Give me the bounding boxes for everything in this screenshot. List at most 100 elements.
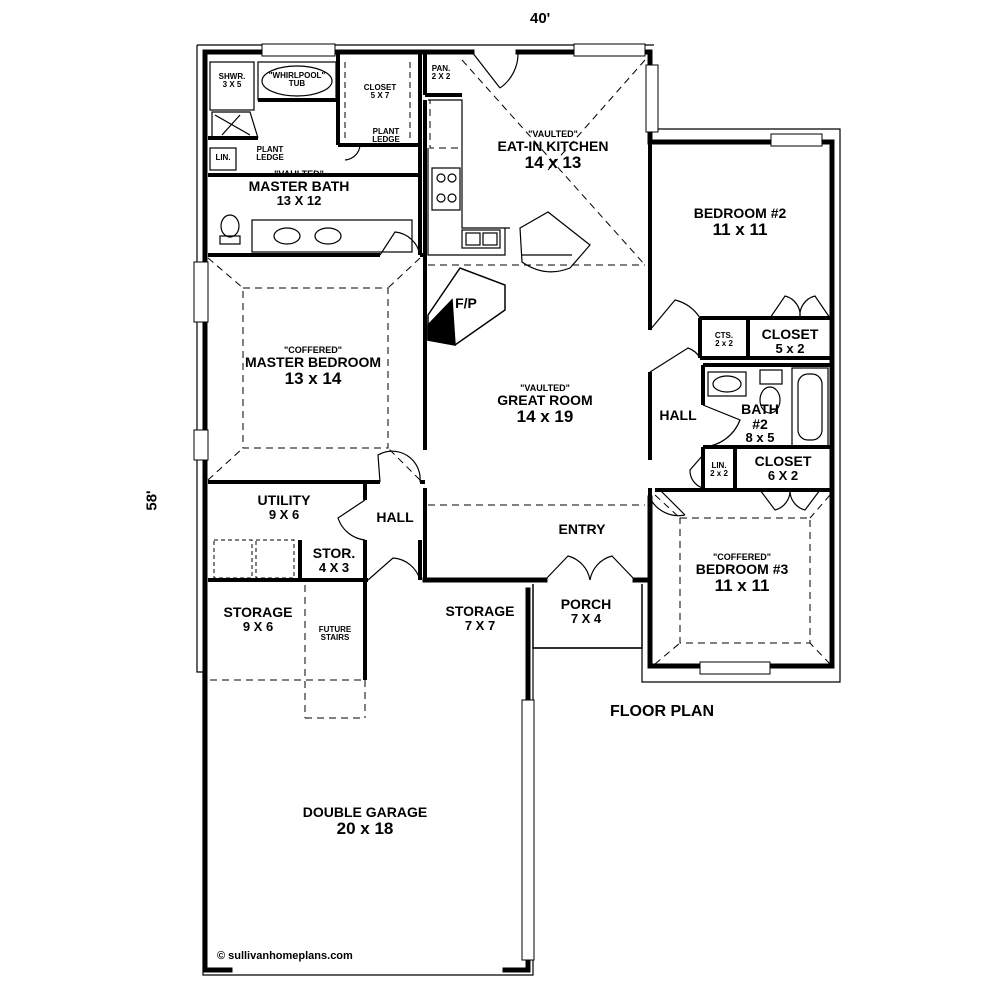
bath2-name: BATH (741, 401, 779, 417)
closet-plant-ledge-l2: LEDGE (372, 135, 400, 145)
master-bath-tag: "VAULTED" (274, 169, 324, 179)
bath-linen-label: LIN. (215, 153, 231, 162)
closet-plant-ledge-label: PLANT LEDGE (372, 127, 400, 145)
windows (193, 43, 823, 961)
left-storage-dim: 9 X 6 (242, 618, 274, 634)
bedroom3-label: "COFFERED" BEDROOM #3 11 x 11 (695, 552, 789, 596)
porch-name: PORCH (560, 596, 612, 612)
master-bedroom-tag: "COFFERED" (283, 345, 343, 355)
garage-dim: 20 x 18 (336, 818, 394, 838)
kitchen-tag: "VAULTED" (528, 129, 578, 139)
hall-linen-dim: 2 x 2 (710, 469, 728, 479)
pantry-name: PAN. (431, 64, 451, 73)
future-stairs-l2: STAIRS (320, 633, 350, 643)
hall-linen-name: LIN. (711, 461, 727, 470)
bath-plant-ledge-l1: PLANT (256, 145, 284, 154)
master-bath-dim: 13 X 12 (276, 193, 322, 209)
porch-outline (532, 584, 643, 649)
bedroom2-closet-dim: 5 x 2 (775, 340, 805, 356)
stor-name: STOR. (312, 545, 356, 561)
entry-name: ENTRY (558, 521, 606, 537)
laundry-appliances (213, 539, 295, 579)
bedroom2-closet-label: CLOSET 5 x 2 (762, 327, 819, 355)
shower-label: SHWR. 3 X 5 (218, 72, 246, 90)
copyright-text: sullivanhomeplans.com (228, 950, 353, 962)
master-bath-name: MASTER BATH (248, 178, 350, 195)
mid-storage-name: STORAGE (445, 603, 515, 619)
garage-name: DOUBLE GARAGE (302, 804, 428, 820)
whirlpool-tag: "WHIRLPOOL" (268, 71, 326, 80)
bedroom2-dim: 11 x 11 (712, 219, 768, 239)
door-swings (337, 51, 831, 581)
bath-linen-name: LIN. (215, 153, 231, 162)
master-closet-dim: 5 X 7 (370, 91, 390, 101)
kitchen-label: "VAULTED" EAT-IN KITCHEN 14 x 13 (497, 129, 609, 173)
great-room-tag: "VAULTED" (520, 383, 570, 393)
fireplace-name: F/P (455, 295, 477, 311)
bedroom3-closet-dim: 6 X 2 (767, 467, 799, 483)
ceiling-dashes (207, 59, 831, 719)
bath-fixtures (209, 61, 829, 447)
bath2-dim: 8 x 5 (745, 430, 775, 446)
great-room-dim: 14 x 19 (516, 407, 574, 427)
whirlpool-tub-label: "WHIRLPOOL" TUB (268, 71, 326, 89)
right-hall-label: HALL (659, 408, 696, 423)
master-closet-label: CLOSET 5 X 7 (363, 83, 397, 101)
mid-storage-label: STORAGE 7 X 7 (446, 604, 515, 632)
kitchen-name: EAT-IN KITCHEN (497, 138, 609, 155)
depth-dimension: 58' (143, 490, 161, 511)
left-hall-name: HALL (376, 509, 414, 525)
porch-label: PORCH 7 X 4 (561, 597, 612, 625)
master-closet-name: CLOSET (363, 83, 397, 92)
bath2-label: BATH #2 8 x 5 (741, 402, 779, 445)
pantry-label: PAN. 2 X 2 (431, 64, 451, 82)
bedroom3-tag: "COFFERED" (712, 552, 772, 562)
bath-plant-ledge-l2: LEDGE (256, 153, 284, 163)
left-storage-label: STORAGE 9 X 6 (224, 605, 293, 633)
hall-linen-label: LIN. 2 x 2 (710, 461, 728, 479)
bedroom2-closet-name: CLOSET (761, 326, 819, 342)
porch-dim: 7 X 4 (570, 610, 602, 626)
whirlpool-sub: TUB (288, 79, 306, 89)
left-hall-label: HALL (376, 510, 413, 525)
bedroom3-closet-label: CLOSET 6 X 2 (755, 454, 812, 482)
cts-label: CTS. 2 x 2 (714, 331, 734, 349)
garage-label: DOUBLE GARAGE 20 x 18 (303, 805, 427, 838)
cts-name: CTS. (714, 331, 734, 340)
cts-dim: 2 x 2 (715, 339, 733, 349)
utility-name: UTILITY (257, 492, 311, 508)
bedroom3-closet-name: CLOSET (754, 453, 812, 469)
bedroom3-name: BEDROOM #3 (695, 561, 789, 578)
bath2-sub: #2 (752, 415, 768, 432)
pantry-dim: 2 X 2 (431, 72, 451, 82)
kitchen-fixtures (427, 99, 591, 273)
future-stairs-label: FUTURE STAIRS (318, 625, 352, 643)
left-storage-name: STORAGE (223, 604, 293, 620)
stor-label: STOR. 4 X 3 (313, 546, 356, 574)
shower-name: SHWR. (218, 72, 246, 81)
future-stairs-l1: FUTURE (318, 625, 352, 634)
bath-plant-ledge-label: PLANT LEDGE (256, 145, 284, 163)
width-dimension: 40' (530, 10, 551, 27)
entry-label: ENTRY (559, 522, 606, 537)
shower-dim: 3 X 5 (222, 80, 242, 90)
master-bedroom-label: "COFFERED" MASTER BEDROOM 13 x 14 (244, 345, 382, 389)
bedroom2-name: BEDROOM #2 (693, 205, 787, 221)
fireplace-label: F/P (455, 296, 477, 311)
kitchen-dim: 14 x 13 (524, 153, 582, 173)
master-bedroom-dim: 13 x 14 (284, 369, 342, 389)
bedroom3-dim: 11 x 11 (714, 576, 770, 596)
master-bedroom-name: MASTER BEDROOM (244, 354, 382, 371)
right-hall-name: HALL (659, 407, 697, 423)
mid-storage-dim: 7 X 7 (464, 617, 496, 633)
interior-walls (208, 52, 832, 680)
fireplace-shape (427, 267, 506, 346)
floor-plan-title: FLOOR PLAN (610, 703, 714, 720)
great-room-name: GREAT ROOM (497, 392, 593, 409)
great-room-label: "VAULTED" GREAT ROOM 14 x 19 (497, 383, 593, 427)
bedroom2-label: BEDROOM #2 11 x 11 (694, 206, 787, 239)
copyright-symbol: © (217, 950, 226, 962)
copyright-notice: © sullivanhomeplans.com (217, 950, 353, 962)
utility-dim: 9 X 6 (268, 506, 300, 522)
